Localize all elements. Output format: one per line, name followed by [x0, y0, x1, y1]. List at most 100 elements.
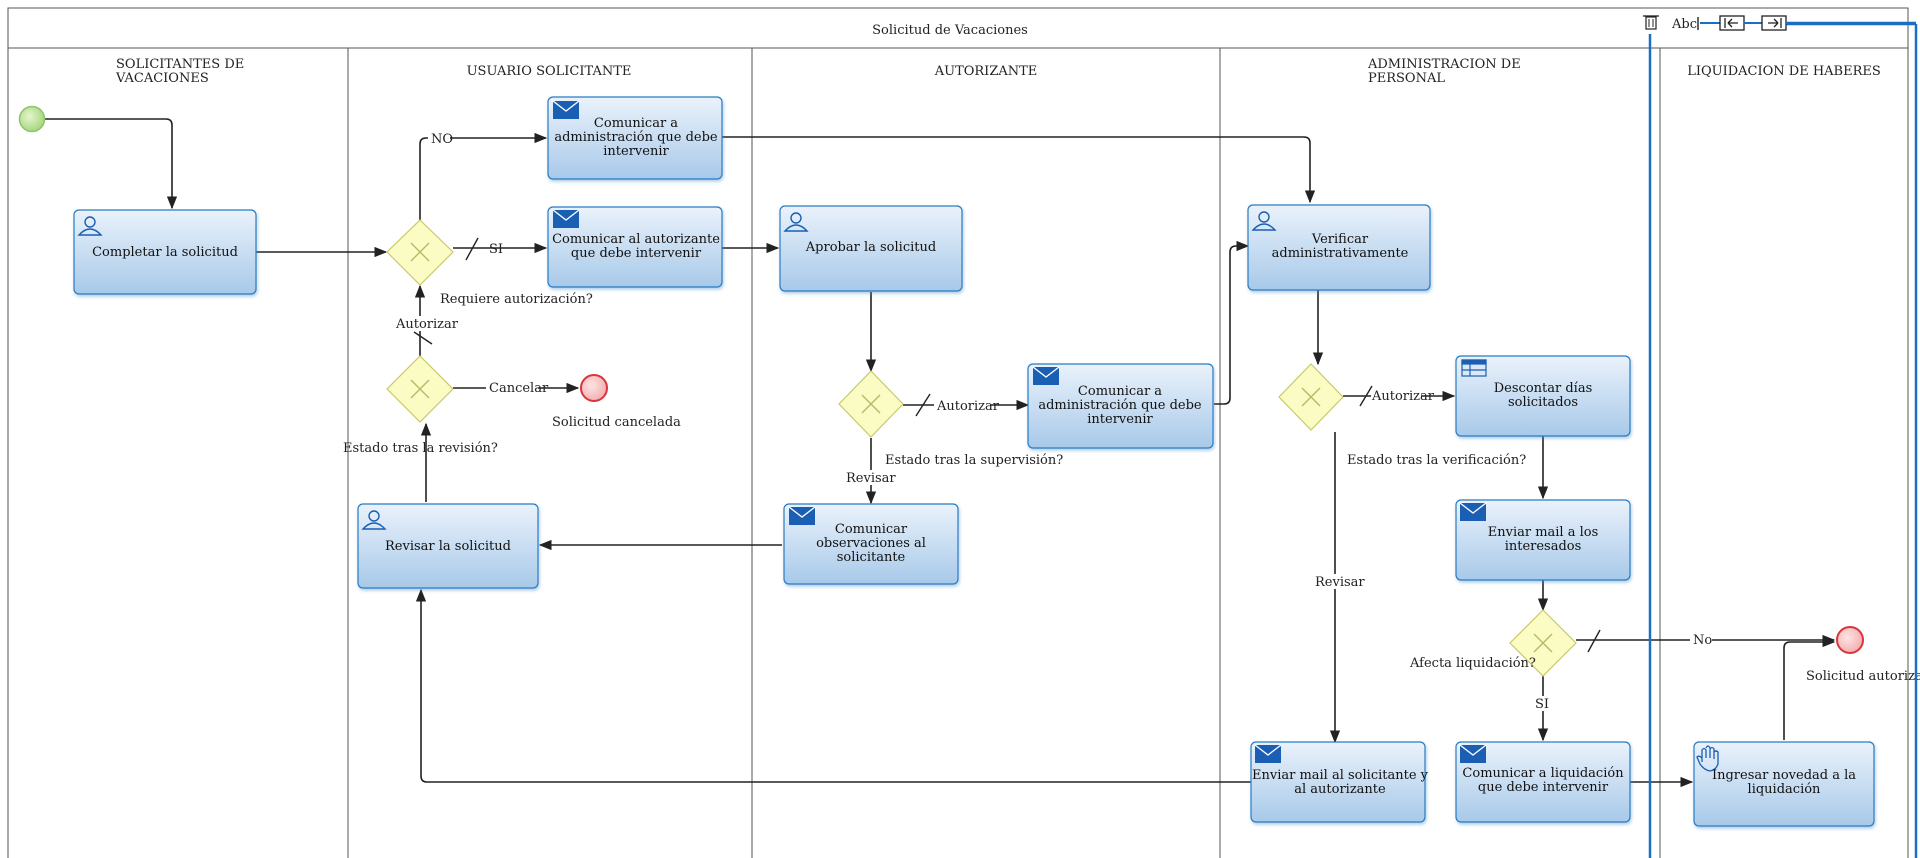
user-icon	[361, 510, 387, 530]
task-label: Ingresar novedad a la	[1712, 768, 1856, 783]
flow-enviar-mail-solicitante-to-revisar	[415, 588, 1251, 783]
task-verificar-administrativamente[interactable]: Verificar administrativamente	[1247, 204, 1431, 291]
trash-icon[interactable]	[1643, 15, 1659, 30]
task-label: observaciones al	[816, 536, 926, 551]
task-label: Completar la solicitud	[92, 245, 238, 260]
lane-title: USUARIO SOLICITANTE	[467, 64, 632, 79]
task-label: Aprobar la solicitud	[805, 240, 936, 255]
task-label: Comunicar al autorizante	[552, 232, 720, 247]
task-ingresar-novedad[interactable]: Ingresar novedad a la liquidación	[1693, 741, 1875, 827]
collapse-left-icon[interactable]	[1719, 15, 1745, 31]
user-icon	[77, 216, 103, 236]
flow-labels: NO SI Autorizar Cancelar Autorizar Revis…	[392, 130, 1712, 712]
end-event-cancelada[interactable]: Solicitud cancelada	[552, 374, 681, 430]
task-label: Comunicar a liquidación	[1462, 766, 1624, 781]
task-label: administrativamente	[1272, 246, 1409, 261]
lane-usuario-solicitante[interactable]: USUARIO SOLICITANTE	[467, 64, 632, 79]
flow-label: Autorizar	[1371, 389, 1435, 404]
gateway-estado-revision[interactable]: Estado tras la revisión?	[343, 355, 498, 456]
task-descontar-dias[interactable]: Descontar días solicitados	[1455, 355, 1631, 437]
lane-title: VACACIONES	[115, 71, 209, 86]
end-event-autorizada[interactable]: Solicitud autorizada	[1806, 626, 1920, 684]
start-event[interactable]	[18, 105, 46, 133]
lane-title: SOLICITANTES DE	[116, 57, 244, 72]
task-label: Comunicar a	[594, 116, 678, 131]
flow-label: SI	[489, 242, 503, 257]
task-label: solicitante	[837, 550, 906, 565]
lane-title: LIQUIDACION DE HABERES	[1687, 64, 1881, 79]
gateway-label: Estado tras la verificación?	[1347, 453, 1526, 468]
lane-autorizante[interactable]: AUTORIZANTE	[934, 64, 1038, 79]
gateway-estado-verificacion[interactable]: Estado tras la verificación?	[1278, 363, 1526, 468]
flow-label: NO	[431, 132, 453, 147]
flow-label: Revisar	[846, 471, 896, 486]
task-comunicar-administracion-2[interactable]: Comunicar a administración que debe inte…	[1027, 363, 1214, 449]
task-label: que debe intervenir	[571, 246, 702, 261]
task-comunicar-administracion-1[interactable]: Comunicar a administración que debe inte…	[547, 96, 723, 180]
hand-icon	[1696, 745, 1719, 772]
task-label: interesados	[1505, 539, 1582, 554]
flow-label: Revisar	[1315, 575, 1365, 590]
lane-title: ADMINISTRACION DE	[1367, 57, 1521, 72]
flow-label: No	[1693, 633, 1712, 648]
gateway-afecta-liquidacion[interactable]: Afecta liquidación?	[1409, 609, 1577, 677]
envelope-icon	[1459, 502, 1487, 521]
lane-title: PERSONAL	[1368, 71, 1445, 86]
envelope-icon	[1032, 366, 1060, 385]
envelope-icon	[1254, 744, 1282, 763]
flow-label: SI	[1535, 697, 1549, 712]
task-comunicar-liquidacion[interactable]: Comunicar a liquidación que debe interve…	[1455, 741, 1631, 823]
task-label: intervenir	[1087, 412, 1153, 427]
pool-title: Solicitud de Vacaciones	[872, 23, 1028, 38]
lane-dividers	[347, 48, 1909, 858]
default-flow-markers	[413, 237, 1601, 653]
task-aprobar-solicitud[interactable]: Aprobar la solicitud	[779, 205, 963, 292]
user-icon	[1251, 211, 1277, 231]
task-enviar-mail-interesados[interactable]: Enviar mail a los interesados	[1455, 499, 1631, 581]
task-label: intervenir	[603, 144, 669, 159]
flow-comunicar-admin1-to-verificar	[722, 136, 1316, 204]
expand-right-icon[interactable]	[1761, 15, 1787, 31]
table-icon	[1461, 359, 1487, 377]
task-label: Enviar mail al solicitante y	[1252, 768, 1429, 783]
edit-text-label: Abc	[1671, 17, 1697, 32]
gateway-estado-supervision[interactable]: Estado tras la supervisión?	[838, 370, 1063, 468]
flow-start-to-completar	[44, 118, 178, 210]
task-label: que debe intervenir	[1478, 780, 1609, 795]
task-label: Enviar mail a los	[1488, 525, 1599, 540]
task-completar-solicitud[interactable]: Completar la solicitud	[73, 209, 257, 295]
flow-ingresar-to-autorizada	[1783, 636, 1836, 740]
end-event-label: Solicitud cancelada	[552, 415, 681, 430]
lane-liquidacion[interactable]: LIQUIDACION DE HABERES	[1687, 64, 1881, 79]
envelope-icon	[1459, 744, 1487, 763]
flow-comunicar-admin2-to-verificar	[1214, 240, 1250, 405]
gateway-label: Afecta liquidación?	[1409, 656, 1536, 671]
task-label: al autorizante	[1294, 782, 1386, 797]
flow-label: Autorizar	[395, 317, 459, 332]
element-toolbar: Abc	[1640, 12, 1916, 34]
task-label: Comunicar a	[1078, 384, 1162, 399]
gateway-label: Requiere autorización?	[440, 292, 593, 307]
lane-solicitantes[interactable]: SOLICITANTES DE VACACIONES	[115, 57, 244, 86]
edit-text-icon[interactable]: Abc	[1671, 17, 1699, 32]
task-label: administración que debe	[1038, 398, 1202, 413]
task-label: Descontar días	[1494, 381, 1593, 396]
task-enviar-mail-solicitante[interactable]: Enviar mail al solicitante y al autoriza…	[1250, 741, 1429, 823]
flow-label: Cancelar	[489, 381, 549, 396]
flow-requiere-no	[419, 132, 548, 220]
user-icon	[783, 212, 809, 232]
lane-administracion[interactable]: ADMINISTRACION DE PERSONAL	[1367, 57, 1521, 86]
gateway-requiere-autorizacion[interactable]: Requiere autorización?	[386, 219, 593, 307]
task-comunicar-autorizante[interactable]: Comunicar al autorizante que debe interv…	[547, 206, 723, 288]
task-label: Comunicar	[835, 522, 908, 537]
task-comunicar-observaciones[interactable]: Comunicar observaciones al solicitante	[783, 503, 959, 585]
envelope-icon	[788, 506, 816, 525]
task-label: solicitados	[1508, 395, 1578, 410]
flow-label: Autorizar	[936, 399, 1000, 414]
gateway-label: Estado tras la revisión?	[343, 441, 498, 456]
envelope-icon	[552, 209, 580, 228]
task-label: liquidación	[1748, 782, 1822, 797]
gateway-label: Estado tras la supervisión?	[885, 453, 1063, 468]
task-revisar-solicitud[interactable]: Revisar la solicitud	[357, 503, 539, 589]
